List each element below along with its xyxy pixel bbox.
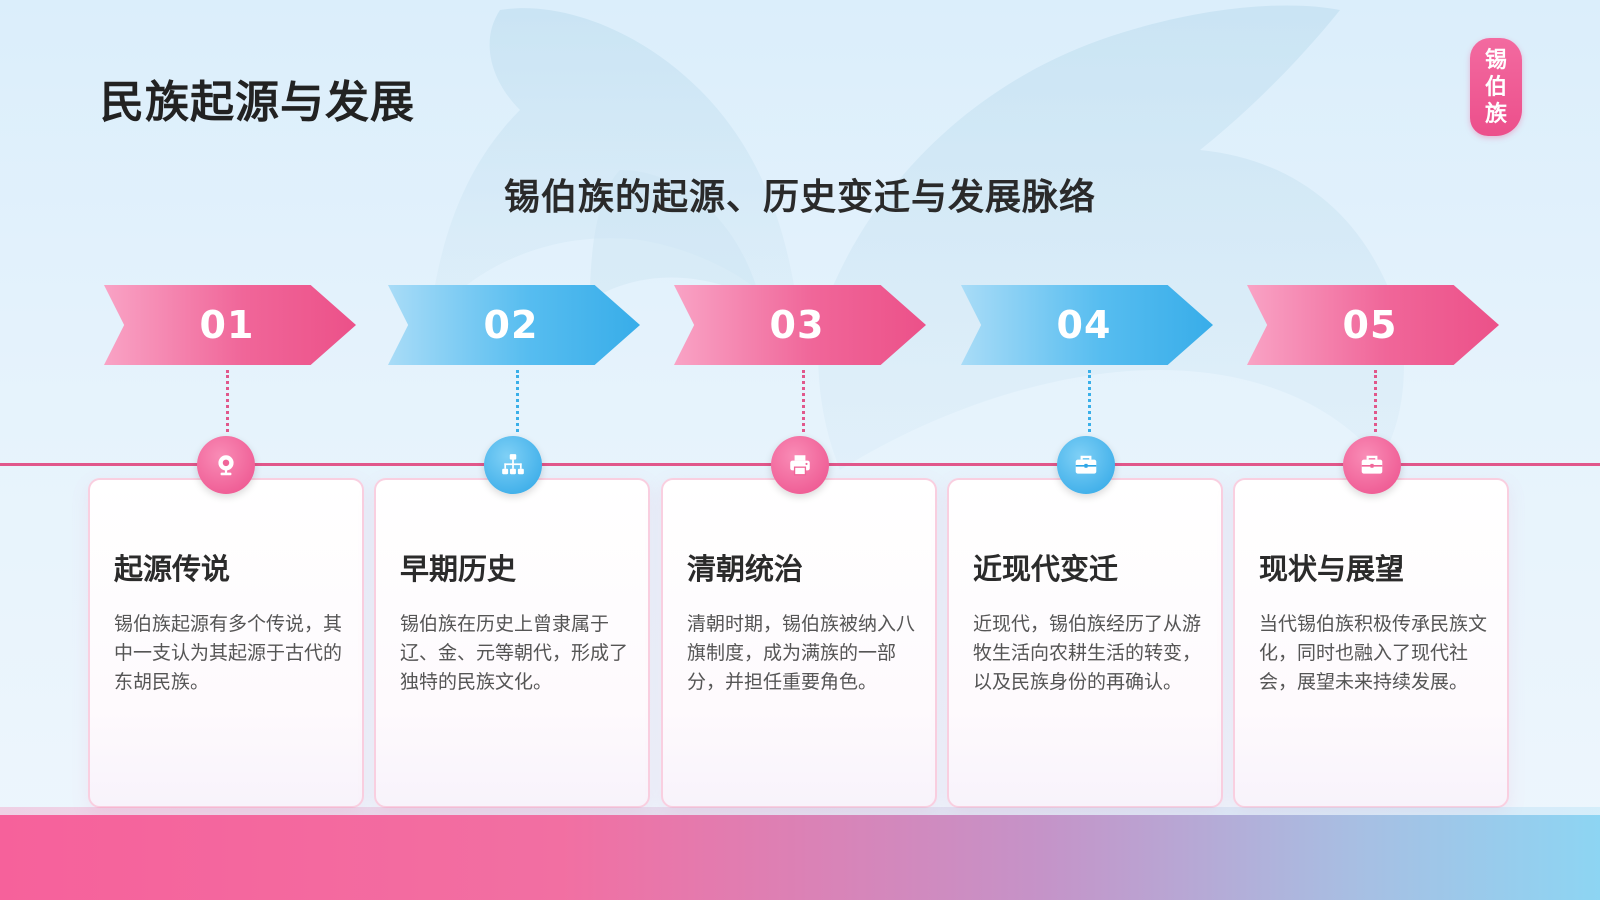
step-1-connector [226, 370, 229, 432]
step-3-arrow: 03 [674, 285, 926, 365]
step-2-arrow: 02 [388, 285, 640, 365]
step-3-title: 清朝统治 [687, 552, 804, 586]
toolbox-icon [1343, 436, 1401, 494]
step-5-connector [1374, 370, 1377, 432]
step-5-title: 现状与展望 [1259, 552, 1405, 586]
step-2-description: 锡伯族在历史上曾隶属于辽、金、元等朝代，形成了独特的民族文化。 [400, 613, 629, 693]
seal-char-2: 伯 [1484, 73, 1507, 100]
xibe-seal-logo: 锡 伯 族 [1470, 38, 1522, 136]
step-1-title: 起源传说 [114, 552, 231, 586]
step-1-description: 锡伯族起源有多个传说，其中一支认为其起源于古代的东胡民族。 [114, 613, 343, 693]
seal-char-3: 族 [1484, 100, 1507, 127]
step-3-description: 清朝时期，锡伯族被纳入八旗制度，成为满族的一部分，并担任重要角色。 [687, 613, 916, 693]
step-1-arrow: 01 [104, 285, 356, 365]
step-4-title: 近现代变迁 [973, 552, 1119, 586]
step-3-connector [802, 370, 805, 432]
step-5-arrow: 05 [1247, 285, 1499, 365]
seal-char-1: 锡 [1484, 46, 1507, 73]
step-4-card: 近现代变迁 近现代，锡伯族经历了从游牧生活向农耕生活的转变，以及民族身份的再确认… [947, 478, 1223, 808]
webcam-icon [197, 436, 255, 494]
printer-icon [771, 436, 829, 494]
step-1-card: 起源传说 锡伯族起源有多个传说，其中一支认为其起源于古代的东胡民族。 [88, 478, 364, 808]
step-2-connector [516, 370, 519, 432]
step-5-description: 当代锡伯族积极传承民族文化，同时也融入了现代社会，展望未来持续发展。 [1259, 613, 1488, 693]
page-subtitle: 锡伯族的起源、历史变迁与发展脉络 [503, 177, 1096, 218]
step-3-card: 清朝统治 清朝时期，锡伯族被纳入八旗制度，成为满族的一部分，并担任重要角色。 [661, 478, 937, 808]
step-3-number: 03 [769, 303, 825, 347]
step-2-title: 早期历史 [400, 552, 517, 586]
step-5-number: 05 [1342, 303, 1398, 347]
step-4-arrow: 04 [961, 285, 1213, 365]
page-title: 民族起源与发展 [100, 77, 415, 128]
footer-gradient-band [0, 807, 1600, 900]
step-5-card: 现状与展望 当代锡伯族积极传承民族文化，同时也融入了现代社会，展望未来持续发展。 [1233, 478, 1509, 808]
toolbox-icon [1057, 436, 1115, 494]
sitemap-icon [484, 436, 542, 494]
step-4-description: 近现代，锡伯族经历了从游牧生活向农耕生活的转变，以及民族身份的再确认。 [973, 613, 1202, 693]
step-1-number: 01 [199, 303, 255, 347]
step-4-number: 04 [1056, 303, 1112, 347]
step-2-number: 02 [483, 303, 539, 347]
step-4-connector [1088, 370, 1091, 432]
step-2-card: 早期历史 锡伯族在历史上曾隶属于辽、金、元等朝代，形成了独特的民族文化。 [374, 478, 650, 808]
